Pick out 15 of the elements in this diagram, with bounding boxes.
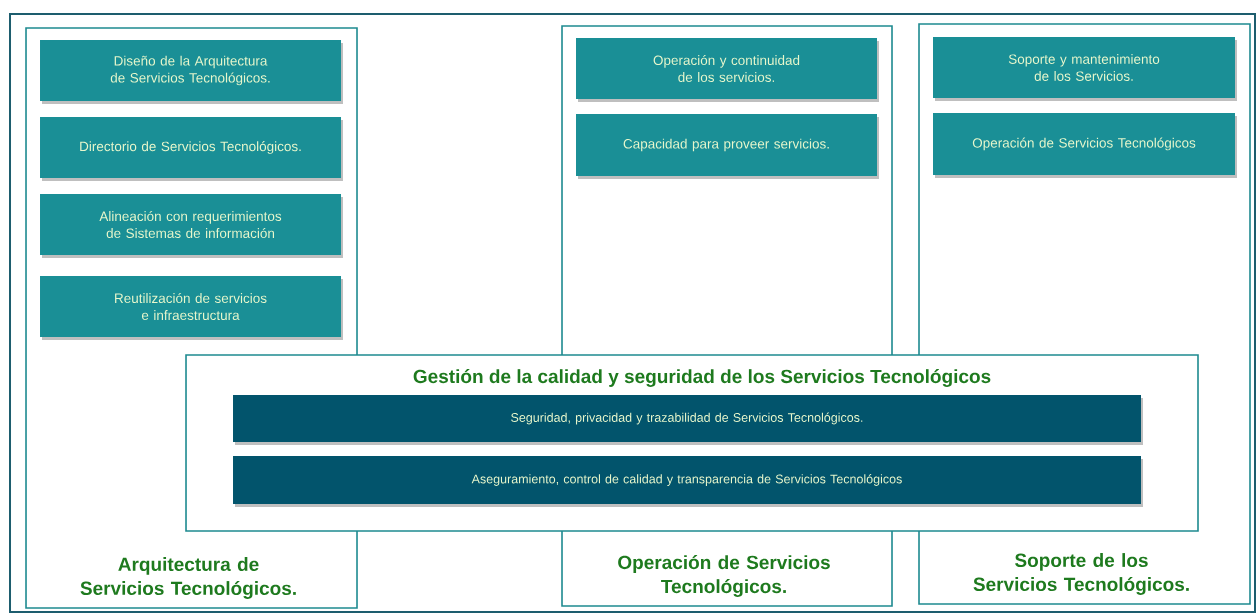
service-box: Alineación con requerimientos de Sistemas de información: [40, 194, 343, 258]
service-box: Operación y continuidad de los servicios.: [576, 38, 879, 102]
column-heading: Operación de Servicios Tecnológicos.: [618, 555, 830, 597]
column-heading: Arquitectura de Servicios Tecnológicos.: [80, 557, 296, 599]
service-box: Capacidad para proveer servicios.: [576, 114, 879, 179]
service-box: Seguridad, privacidad y trazabilidad de Servicios Tecnológicos.: [233, 395, 1143, 445]
service-box: Soporte y mantenimiento de los Servicios.: [933, 37, 1237, 101]
band-heading: Gestión de la calidad y seguridad de los Servicios Tecnológicos: [413, 369, 991, 387]
service-box: Reutilización de servicios e infraestructura: [40, 276, 343, 340]
service-box: Operación de Servicios Tecnológicos: [933, 113, 1237, 178]
service-box: Aseguramiento, control de calidad y transparencia de Servicios Tecnológicos: [233, 456, 1143, 507]
service-box: Diseño de la Arquitectura de Servicios Tecnológicos.: [40, 40, 343, 104]
service-box: Directorio de Servicios Tecnológicos.: [40, 117, 343, 181]
column-heading: Soporte de los Servicios Tecnológicos.: [973, 553, 1189, 595]
outer-frame: [9, 13, 1256, 613]
